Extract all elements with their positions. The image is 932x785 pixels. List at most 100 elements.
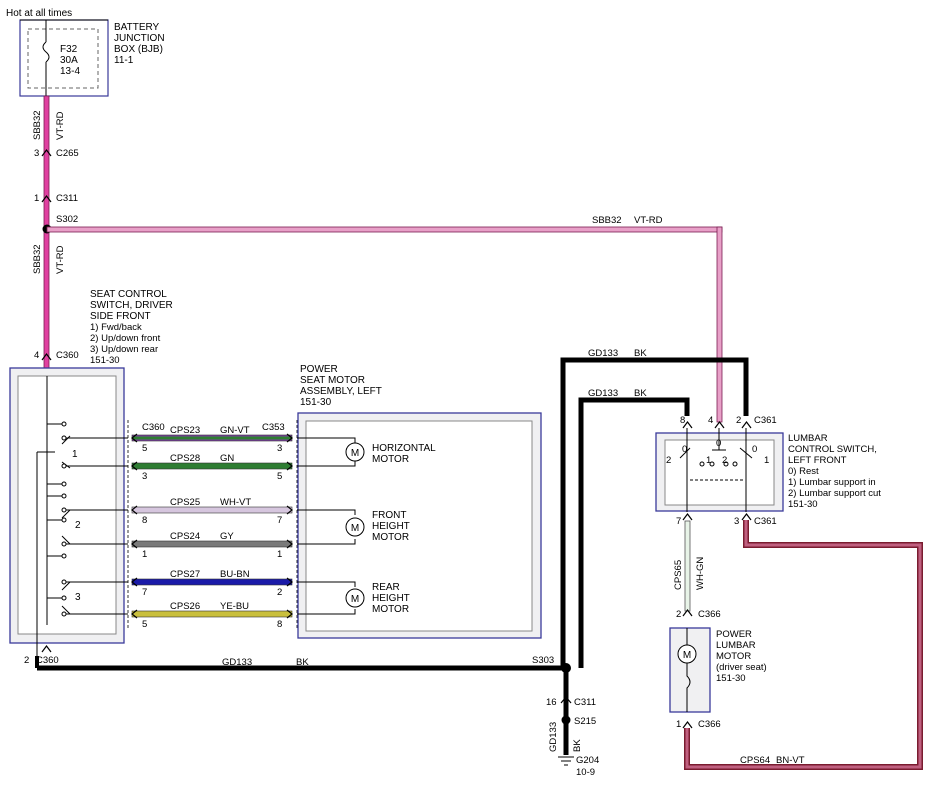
front-height-motor-symbol: M [351,523,359,534]
rear-height-motor-label-line2: HEIGHT [372,593,410,604]
rear-height-motor-label-line3: MOTOR [372,604,409,615]
seat-switch-legend-line2: 2) Up/down front [90,333,161,344]
wire-left-pin: 1 [142,549,147,560]
lumbar-motor-title-line3: MOTOR [716,651,751,662]
lumbar-contact-label-4: 0 [716,438,721,449]
gd133-middle-circuit: GD133 [588,388,618,399]
terminal-l-icon [131,433,138,443]
seat-motor-inner [305,420,533,632]
wire-right-pin: 8 [277,619,282,630]
seat-switch-title-line3: SIDE FRONT [90,311,151,322]
seat-switch-legend-line3: 3) Up/down rear [90,344,158,355]
c311-bottom-connector-icon [560,696,572,704]
lumbar-switch-legend-line4: 151-30 [788,499,818,510]
bjb-label-line2: JUNCTION [114,33,165,44]
c311-bottom-pin: 16 [546,697,557,708]
sbb32-branch-circuit: SBB32 [592,215,622,226]
bjb-label-line4: 11-1 [114,55,134,66]
terminal-r-icon [286,577,293,587]
fuse-number: F32 [60,44,78,55]
terminal-l-icon [131,461,138,471]
rear-height-motor-symbol: M [351,594,359,605]
lumbar-switch-internals [679,428,753,512]
cps65-wire [684,520,691,612]
bjb-label-line3: BOX (BJB) [114,44,163,55]
wire-circuit-label: CPS23 [170,425,200,436]
lumbar-switch-title-line2: CONTROL SWITCH, [788,444,877,455]
gd133-upper-wire [560,357,749,668]
fuse-ref: 13-4 [60,66,80,77]
c311-top-pin: 1 [34,193,39,204]
wire-color-label: GY [220,531,234,542]
c360-mid-label: C360 [142,422,165,433]
seat-motor-title-line2: SEAT MOTOR [300,375,365,386]
gd133-middle-wire [578,397,690,668]
seat-motor-title-line3: ASSEMBLY, LEFT [300,386,382,397]
lumbar-motor-title-line4: (driver seat) [716,662,767,673]
gd133-vertical-circuit: GD133 [548,722,559,752]
lumbar-motor-symbol: M [683,650,691,661]
wire-cps28-core [132,464,292,468]
wire-right-pin: 1 [277,549,282,560]
wire-color-label: GN [220,453,234,464]
feed-wire-circuit: SBB32 [32,110,43,140]
wire-cps24-core [132,542,292,546]
front-height-motor: M FRONT HEIGHT MOTOR [345,510,410,543]
s303-label: S303 [532,655,554,666]
c366-bottom-label: C366 [698,719,721,730]
gd133-vertical-color: BK [572,739,583,752]
terminal-r-icon [286,433,293,443]
wire-circuit-label: CPS26 [170,601,200,612]
wire-left-pin: 5 [142,619,147,630]
seat-switch-contacts [61,421,67,617]
feed-wire-lower-circuit: SBB32 [32,244,43,274]
terminal-l-icon [131,505,138,515]
gd133-middle-color: BK [634,388,647,399]
horizontal-motor: M HORIZONTAL MOTOR [345,442,436,465]
lumbar-contact-label-1: 2 [666,455,671,466]
c366-top-connector-icon [682,609,693,617]
cps64-color: BN-VT [776,755,805,766]
sbb32-branch-color: VT-RD [634,215,663,226]
c311-top-label: C311 [56,193,78,204]
wire-circuit-label: CPS24 [170,531,200,542]
terminal-r-icon [286,461,293,471]
c265-label: C265 [56,148,79,159]
fuse-icon [42,41,50,63]
front-height-motor-label-line3: MOTOR [372,532,409,543]
c265-pin: 3 [34,148,39,159]
fuse-box-outline [27,28,99,89]
seat-switch-legend-line1: 1) Fwd/back [90,322,142,333]
gd133-upper-color: BK [634,348,647,359]
c366-bottom-pin: 1 [676,719,681,730]
cps65-color: WH-GN [695,557,706,590]
bjb-label-line1: BATTERY [114,22,160,33]
lumbar-contact-label-5: 2 [722,455,727,466]
lumbar-switch-legend-line3: 2) Lumbar support cut [788,488,881,499]
lumbar-contact-label-7: 1 [764,455,769,466]
wire-color-label: YE-BU [220,601,249,612]
lumbar-motor-title-line2: LUMBAR [716,640,756,651]
front-height-motor-label-line1: FRONT [372,510,406,521]
wire-right-pin: 3 [277,443,282,454]
terminal-l-icon [131,577,138,587]
seat-motor-title-line1: POWER [300,364,338,375]
lumbar-motor-title-line5: 151-30 [716,673,746,684]
c361-top-pin-8: 8 [680,415,685,426]
horizontal-motor-icon [345,442,365,462]
seat-switch-legend-line4: 151-30 [90,355,120,366]
feed-wire-lower-color: VT-RD [55,245,66,274]
c360-top-connector-icon [41,353,52,361]
sbb32-branch-horizontal [46,226,723,233]
lumbar-switch-title-line3: LEFT FRONT [788,455,847,466]
c360-bottom-label: C360 [36,655,59,666]
c361-top-label: C361 [754,415,777,426]
wire-color-label: GN-VT [220,425,250,436]
terminal-l-icon [131,609,138,619]
gd133-bottom-circuit: GD133 [222,657,252,668]
s215-splice [561,715,571,725]
c366-top-label: C366 [698,609,721,620]
lumbar-contact-label-2: 0 [682,444,687,455]
